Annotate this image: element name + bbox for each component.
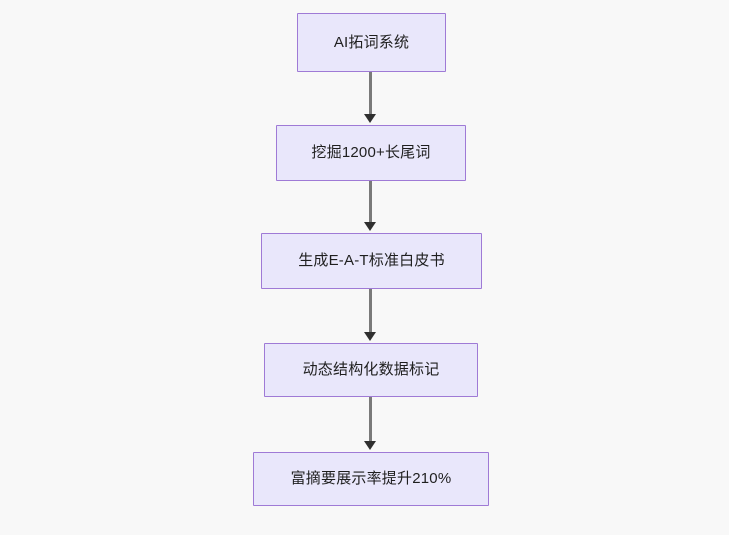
flowchart-node-label: 富摘要展示率提升210% xyxy=(290,470,452,487)
flowchart-node-label: 挖掘1200+长尾词 xyxy=(311,144,431,161)
flowchart-node-label: 动态结构化数据标记 xyxy=(302,361,440,378)
flowchart-node-ai-keyword-system[interactable]: AI拓词系统 xyxy=(297,13,446,72)
flowchart-connector-2 xyxy=(369,181,372,226)
arrow-down-icon xyxy=(364,114,376,123)
arrow-down-icon xyxy=(364,222,376,231)
flowchart-connector-3 xyxy=(369,289,372,336)
flowchart-node-mine-longtail-keywords[interactable]: 挖掘1200+长尾词 xyxy=(276,125,466,181)
flowchart-node-generate-eat-whitepaper[interactable]: 生成E-A-T标准白皮书 xyxy=(261,233,482,289)
flowchart-connector-4 xyxy=(369,397,372,445)
flowchart-node-rich-snippet-impression-uplift[interactable]: 富摘要展示率提升210% xyxy=(253,452,489,506)
flowchart-node-label: AI拓词系统 xyxy=(333,33,410,51)
flowchart-node-label: 生成E-A-T标准白皮书 xyxy=(298,252,445,269)
flowchart-node-dynamic-structured-data-markup[interactable]: 动态结构化数据标记 xyxy=(264,343,478,397)
flowchart-connector-1 xyxy=(369,72,372,118)
arrow-down-icon xyxy=(364,332,376,341)
arrow-down-icon xyxy=(364,441,376,450)
